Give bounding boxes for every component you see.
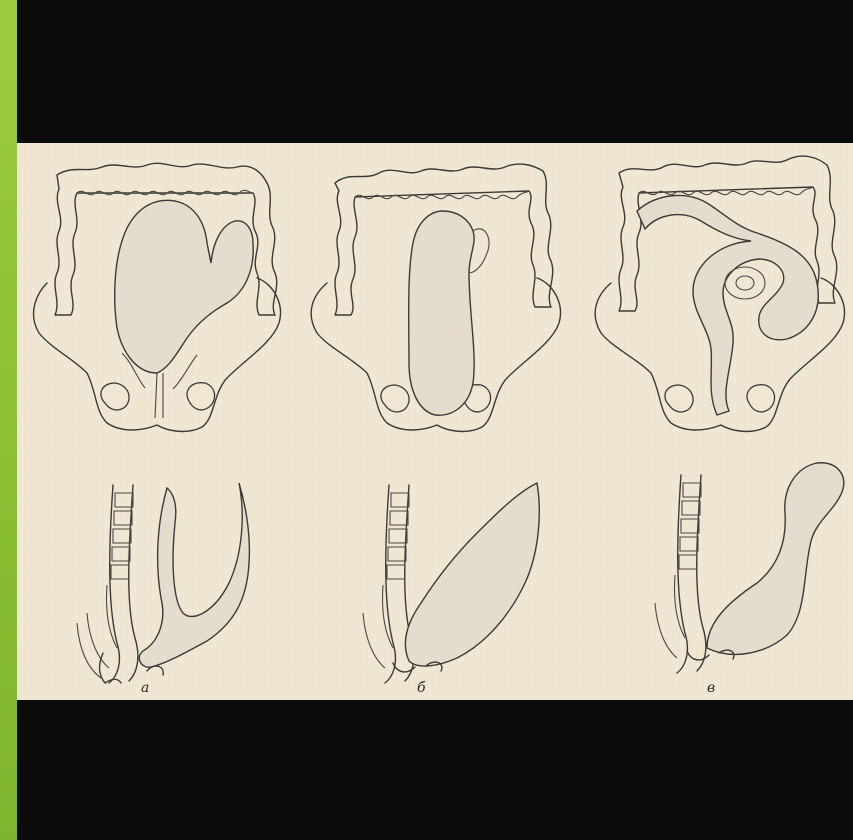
top-black-band bbox=[17, 0, 853, 143]
panel-label-b: б bbox=[417, 680, 426, 696]
bottom-black-band bbox=[17, 700, 853, 840]
anatomical-illustration: a б в bbox=[17, 143, 853, 700]
illustration-svg bbox=[17, 143, 853, 700]
panel-label-c: в bbox=[707, 680, 715, 696]
accent-strip bbox=[0, 0, 17, 840]
panel-label-a: a bbox=[141, 680, 149, 696]
